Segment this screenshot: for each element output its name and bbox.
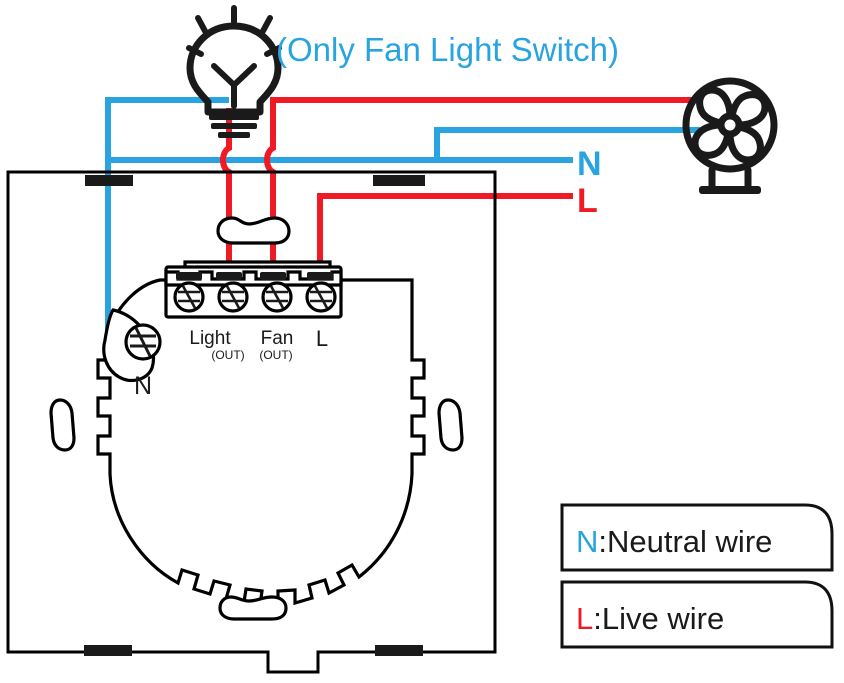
legend-item-live: L:Live wire [560,580,834,649]
vent-slot-bottom [218,595,288,621]
wire-neutral-bulb [105,97,229,355]
wire-fan-out [264,97,700,277]
terminal-block: Light (OUT) Fan (OUT) L [164,265,343,362]
terminal-label-light: Light [189,328,231,349]
terminal-label-fan: Fan [261,328,294,349]
wire-neutral-fan [434,127,700,160]
endpoint-label-n: N [577,145,602,183]
legend-item-neutral: N:Neutral wire [560,503,834,572]
endpoint-label-l: L [577,182,598,220]
vent-slot-right [437,398,464,452]
light-bulb-icon [186,5,282,138]
vent-slot-left [49,398,76,452]
legend-text-n: :Neutral wire [598,524,772,559]
svg-text:L:Live wire: L:Live wire [576,601,724,636]
wire-group-live-red [220,97,700,277]
plate-tab-top-left [85,175,133,186]
table-fan-icon [682,77,778,194]
wire-live-in [317,193,573,277]
legend-key-l: L [576,601,593,636]
plate-tab-bottom-left [84,645,132,656]
plate-tab-top-right [373,175,425,186]
plate-tab-bottom-right [375,645,423,656]
neutral-terminal: N [102,308,162,400]
switch-body [49,216,464,621]
terminal-sublabel-fan: (OUT) [259,348,292,362]
svg-text:N:Neutral wire: N:Neutral wire [576,524,772,559]
terminal-label-live: L [316,326,328,351]
legend: N:Neutral wire L:Live wire [560,503,834,649]
terminal-sublabel-light: (OUT) [211,348,244,362]
legend-key-n: N [576,524,598,559]
wire-group-neutral-blue [105,97,700,355]
legend-text-l: :Live wire [593,601,724,636]
vent-slot-upper [216,216,291,245]
title-note: (Only Fan Light Switch) [276,31,619,68]
switch-plate [6,170,497,674]
terminal-screws [173,281,337,313]
neutral-terminal-label: N [134,372,152,400]
